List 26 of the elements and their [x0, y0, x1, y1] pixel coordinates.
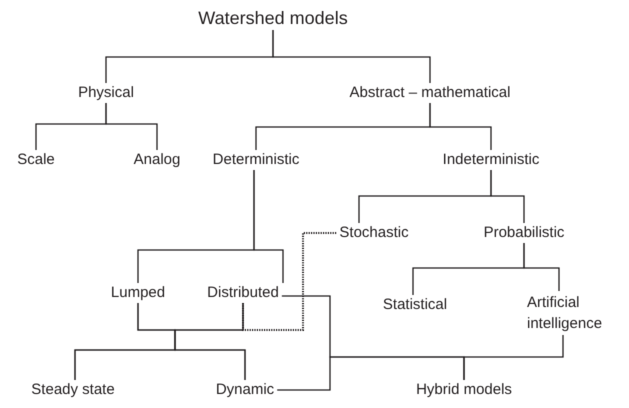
category-label: Steady state: [28, 380, 118, 400]
connector-line: [105, 103, 158, 150]
connector-line: [174, 303, 246, 380]
category-label: Indeterministic: [440, 150, 542, 170]
category-label: Analog: [130, 150, 184, 170]
connector-line: [523, 243, 560, 291]
connector-line: [490, 170, 525, 223]
dotted-connector: [242, 232, 336, 331]
category-label: Artificial intelligence: [524, 291, 629, 335]
connector-line: [272, 30, 431, 83]
category-label: Scale: [14, 150, 58, 170]
category-label: Lumped: [108, 283, 168, 303]
connector-line: [463, 335, 564, 380]
connector-line: [277, 356, 465, 391]
category-label: Stochastic: [336, 223, 412, 243]
category-label: Physical: [75, 83, 137, 103]
category-label: Watershed models: [195, 6, 351, 30]
category-label: Hybrid models: [413, 380, 515, 400]
category-label: Dynamic: [212, 380, 278, 400]
category-label: Statistical: [380, 295, 450, 315]
connector-line: [429, 103, 492, 150]
category-label: Probabilistic: [480, 223, 568, 243]
category-label: Abstract – mathematical: [346, 83, 514, 103]
connector-line: [253, 170, 284, 283]
category-label: Deterministic: [210, 150, 302, 170]
category-label: Distributed: [204, 283, 282, 303]
